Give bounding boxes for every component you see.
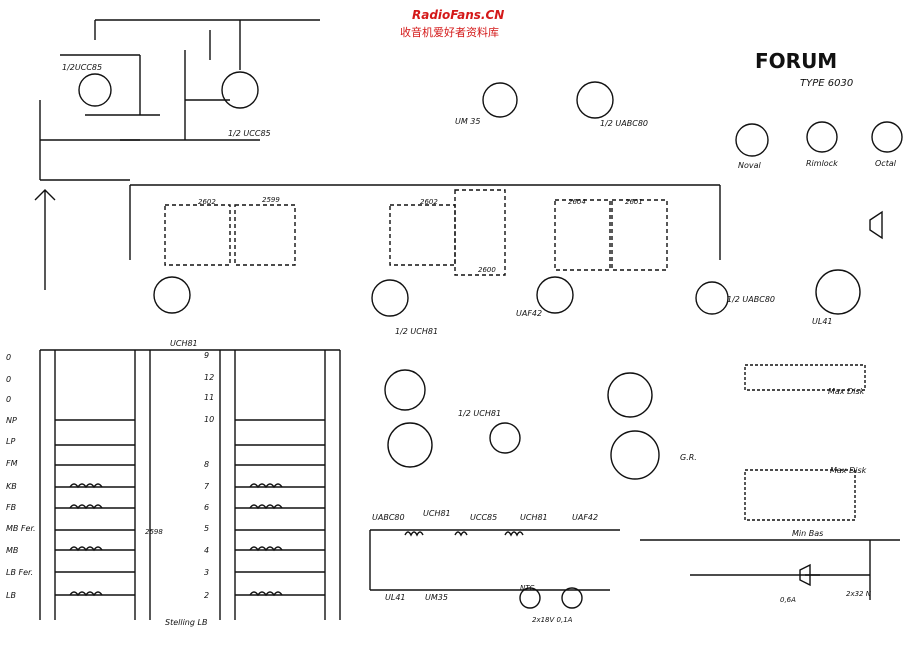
- switch-number: 12: [204, 373, 214, 382]
- tube-label: UAF42: [516, 309, 542, 318]
- filament-label: UCC85: [470, 513, 497, 522]
- switch-number-list: 9 12 11 10 8 7 6 5 4 3 2: [204, 351, 214, 600]
- tube-label: UL41: [812, 317, 833, 326]
- voltage-label: 2x32 N: [846, 590, 872, 598]
- gr-label: G.R.: [680, 453, 697, 462]
- tube-label: 1/2 UABC80: [600, 119, 648, 128]
- pilot-lamp-label: 2x18V 0,1A: [532, 616, 573, 624]
- switch-number: 3: [204, 568, 209, 577]
- filament-label: UL41: [385, 593, 406, 602]
- tube-label: 1/2UCC85: [62, 63, 102, 72]
- if-can-label: 2598: [145, 528, 163, 536]
- band-label-list: 0 0 0 NP LP FM KB FB MB Fer. MB LB Fer. …: [6, 353, 36, 600]
- if-can-label: 2600: [478, 266, 496, 274]
- switch-number: 11: [204, 393, 214, 402]
- socket-label-octal: Octal: [875, 159, 897, 168]
- band-label: LB: [6, 591, 16, 600]
- band-label: LB Fer.: [6, 568, 33, 577]
- band-label: FB: [6, 503, 16, 512]
- stelling-label: Stelling LB: [165, 618, 207, 627]
- filament-label: UM35: [425, 593, 448, 602]
- switch-number: 10: [204, 415, 214, 424]
- tube-label: UM 35: [455, 117, 480, 126]
- watermark-chinese: 收音机爱好者资料库: [400, 26, 499, 39]
- filament-label: UCH81: [520, 513, 548, 522]
- if-can-label: 2602: [420, 198, 438, 206]
- tube-label: UCH81: [170, 339, 198, 348]
- tube-label: 1/2 UABC80: [727, 295, 775, 304]
- if-can-label: 2601: [625, 198, 643, 206]
- switch-number: 9: [204, 351, 209, 360]
- switch-number: 4: [204, 546, 209, 555]
- band-label: MB Fer.: [6, 524, 36, 533]
- brand-title: FORUM: [755, 49, 837, 73]
- band-label: FM: [6, 459, 18, 468]
- tube-label: 1/2 UCH81: [395, 327, 438, 336]
- switch-number: 8: [204, 460, 209, 469]
- band-label: 0: [6, 353, 11, 362]
- band-label: 0: [6, 375, 11, 384]
- tube-label: 1/2 UCH81: [458, 409, 501, 418]
- ntc-label: NTC: [520, 584, 535, 592]
- filament-chain-labels: UABC80 UCH81 UCC85 UCH81 UAF42 UL41 UM35: [372, 509, 598, 602]
- socket-label-noval: Noval: [738, 161, 762, 170]
- switch-number: 6: [204, 503, 209, 512]
- tube-label-list: 1/2UCC85 1/2 UCC85 UM 35 1/2 UABC80 UCH8…: [62, 63, 833, 418]
- if-can-label: 2604: [568, 198, 586, 206]
- band-label: NP: [6, 416, 17, 425]
- filament-label: UCH81: [423, 509, 451, 518]
- band-label: 0: [6, 395, 11, 404]
- switch-number: 2: [204, 591, 209, 600]
- tube-label: 1/2 UCC85: [228, 129, 271, 138]
- if-can-labels: 2602 2599 2602 2600 2604 2601 2598: [145, 196, 643, 536]
- fuse-label: 0,6A: [780, 596, 796, 604]
- switch-number: 7: [204, 482, 210, 491]
- filament-label: UABC80: [372, 513, 405, 522]
- filament-label: UAF42: [572, 513, 598, 522]
- max-disk-label-2: Max Disk: [830, 466, 867, 475]
- switch-number: 5: [204, 524, 209, 533]
- socket-label-rimlock: Rimlock: [806, 159, 838, 168]
- if-can-label: 2599: [262, 196, 280, 204]
- if-can-label: 2602: [198, 198, 216, 206]
- min-bas-label: Min Bas: [792, 529, 823, 538]
- type-label: TYPE 6030: [800, 78, 853, 89]
- max-disk-label: Max Disk: [828, 387, 865, 396]
- watermark-site: RadioFans.CN: [412, 8, 505, 22]
- band-label: MB: [6, 546, 18, 555]
- band-label: KB: [6, 482, 17, 491]
- band-label: LP: [6, 437, 15, 446]
